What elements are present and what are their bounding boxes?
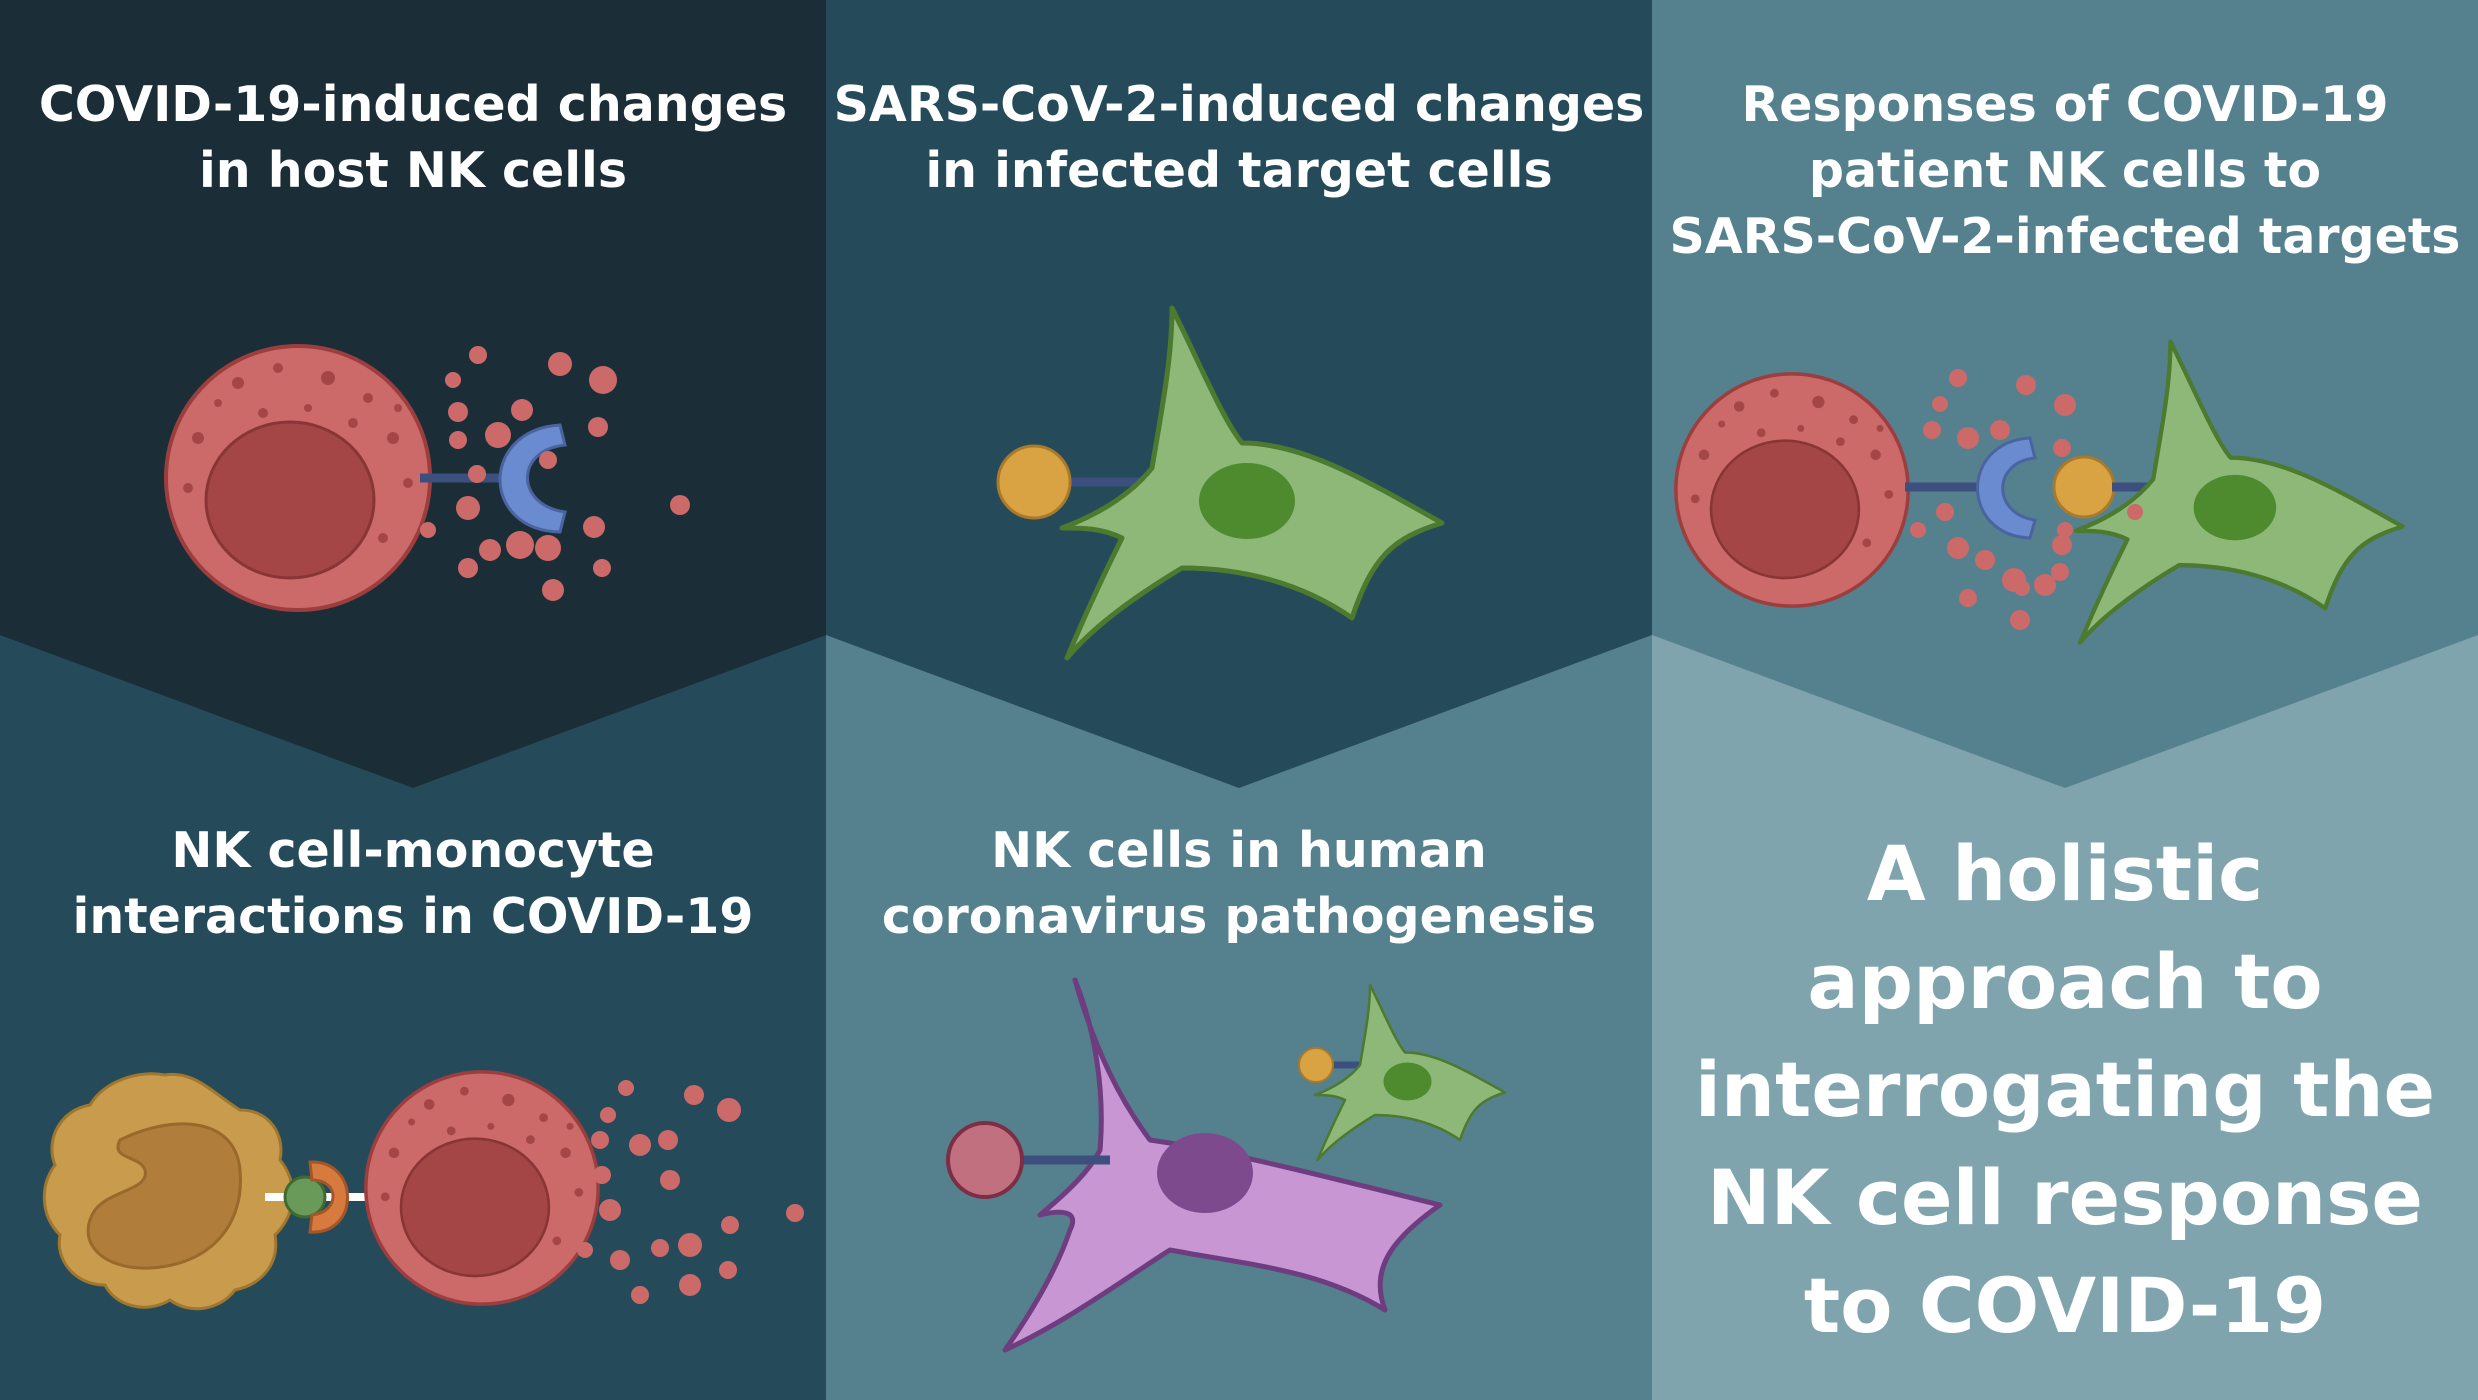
panel-title-line: NK cell-monocyte — [171, 822, 655, 879]
headline-line: approach to — [1807, 937, 2323, 1026]
headline-line: to COVID-19 — [1803, 1261, 2327, 1350]
human-cell-icon — [1002, 977, 1443, 1353]
cytokine-dots-icon — [577, 1080, 804, 1304]
panel-title-line: SARS-CoV-2-infected targets — [1669, 208, 2461, 265]
panel-title-line: coronavirus pathogenesis — [881, 888, 1597, 945]
panel-title-line: interactions in COVID-19 — [72, 888, 754, 945]
panel-title-line: SARS-CoV-2-induced changes — [833, 76, 1645, 133]
panel-title-line: COVID-19-induced changes — [38, 76, 788, 133]
panel-title-line: NK cells in human — [991, 822, 1487, 879]
panel-title-nk-monocyte: NK cell-monocyte interactions in COVID-1… — [0, 818, 826, 950]
headline-line: NK cell response — [1707, 1153, 2423, 1242]
nk-cell-icon — [1674, 372, 1910, 608]
panel-title-line: in infected target cells — [925, 142, 1553, 199]
receptor-icon — [1976, 436, 2037, 540]
monocyte-icon — [42, 1072, 295, 1311]
panel-title-line: in host NK cells — [198, 142, 627, 199]
panel-title-line: Responses of COVID-19 — [1741, 76, 2389, 133]
cytokine-dots-icon — [1910, 369, 2143, 630]
headline: A holistic approach to interrogating the… — [1652, 820, 2478, 1360]
panel-title-host-nk-cells: COVID-19-induced changes in host NK cell… — [0, 72, 826, 204]
panel-title-line: patient NK cells to — [1808, 142, 2322, 199]
panel-title-infected-target-cells: SARS-CoV-2-induced changes in infected t… — [826, 72, 1652, 204]
headline-line: A holistic — [1866, 829, 2264, 918]
panel-title-patient-nk-responses: Responses of COVID-19 patient NK cells t… — [1652, 72, 2478, 270]
panel-title-coronavirus-pathogenesis: NK cells in human coronavirus pathogenes… — [826, 818, 1652, 950]
nk-cell-icon — [164, 344, 432, 612]
receptor-icon — [308, 1160, 349, 1234]
viral-ligand-icon — [2052, 455, 2116, 519]
cytokine-dots-icon — [420, 346, 690, 601]
nk-cell-icon — [364, 1070, 600, 1306]
headline-line: interrogating the — [1694, 1045, 2436, 1134]
receptor-icon — [498, 423, 567, 534]
